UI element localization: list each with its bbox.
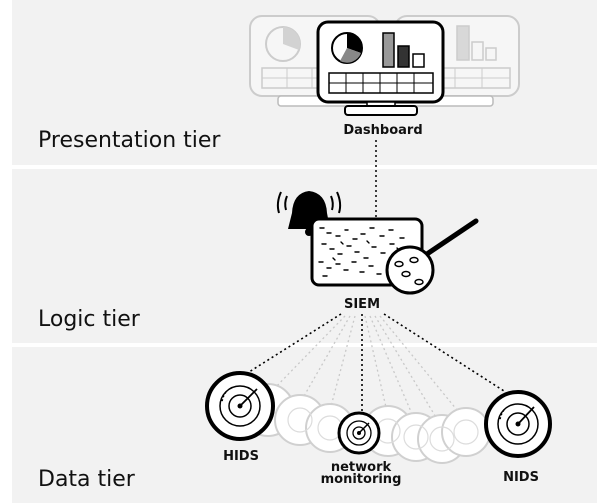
hids-label: HIDS	[223, 449, 259, 464]
active-sensor-connectors	[248, 313, 505, 413]
nids-radar-icon	[484, 390, 552, 458]
presentation-tier-label: Presentation tier	[38, 128, 221, 153]
dashboard-label: Dashboard	[343, 123, 422, 138]
network-monitoring-label-line2: monitoring	[321, 472, 402, 487]
siem-log-analysis-icon	[310, 217, 479, 295]
faded-sensor-connectors	[267, 315, 467, 425]
hids-radar-icon	[205, 371, 275, 441]
faded-sensor-rings	[287, 407, 479, 452]
network-monitoring-label-line1: network	[331, 460, 392, 475]
presentation-tier-band	[12, 0, 597, 165]
data-tier-label: Data tier	[38, 467, 135, 492]
dashboard-monitor-icon	[316, 20, 445, 116]
nids-label: NIDS	[503, 470, 539, 485]
logic-tier-label: Logic tier	[38, 307, 140, 332]
network-monitoring-radar-icon	[337, 411, 381, 455]
siem-label: SIEM	[344, 297, 380, 312]
